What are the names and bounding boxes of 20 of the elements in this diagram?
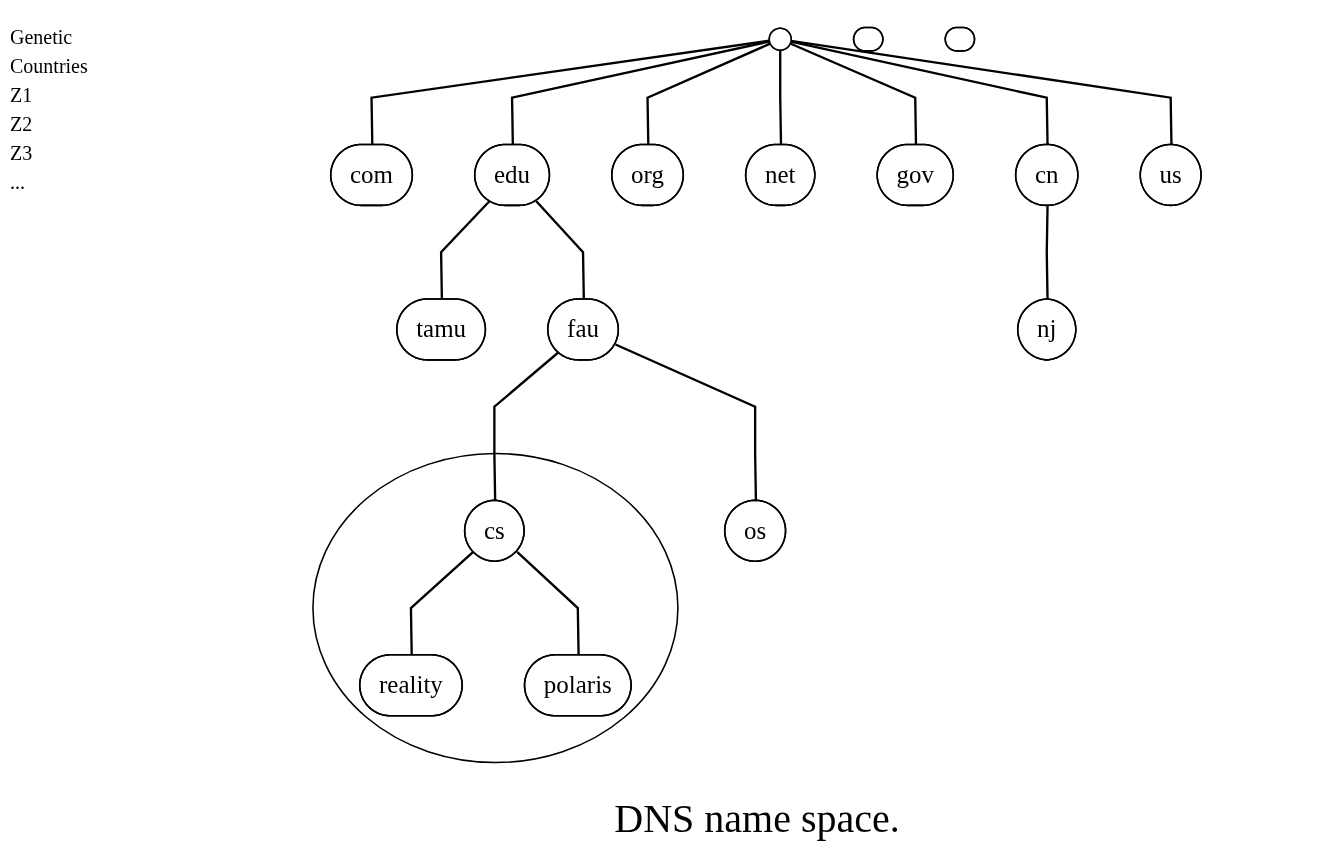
connector bbox=[535, 200, 585, 300]
connector bbox=[779, 49, 783, 145]
connector bbox=[516, 550, 580, 656]
diagram-label: Genetic bbox=[10, 26, 74, 49]
connector bbox=[789, 41, 918, 145]
diagram-label: ... bbox=[10, 171, 26, 194]
connector bbox=[439, 199, 491, 300]
diagram-label: Countries bbox=[10, 55, 89, 78]
connector bbox=[615, 342, 758, 501]
connector bbox=[790, 39, 1049, 145]
connector bbox=[646, 42, 771, 145]
connector bbox=[790, 39, 1173, 145]
connector bbox=[409, 550, 474, 656]
connector bbox=[493, 351, 559, 501]
diagram-label: Z3 bbox=[10, 142, 34, 165]
connector bbox=[370, 39, 770, 145]
caption: DNS name space. bbox=[614, 795, 900, 842]
diagram-label: Z1 bbox=[10, 84, 34, 107]
connector bbox=[510, 39, 770, 145]
diagram-label: Z2 bbox=[10, 113, 34, 136]
